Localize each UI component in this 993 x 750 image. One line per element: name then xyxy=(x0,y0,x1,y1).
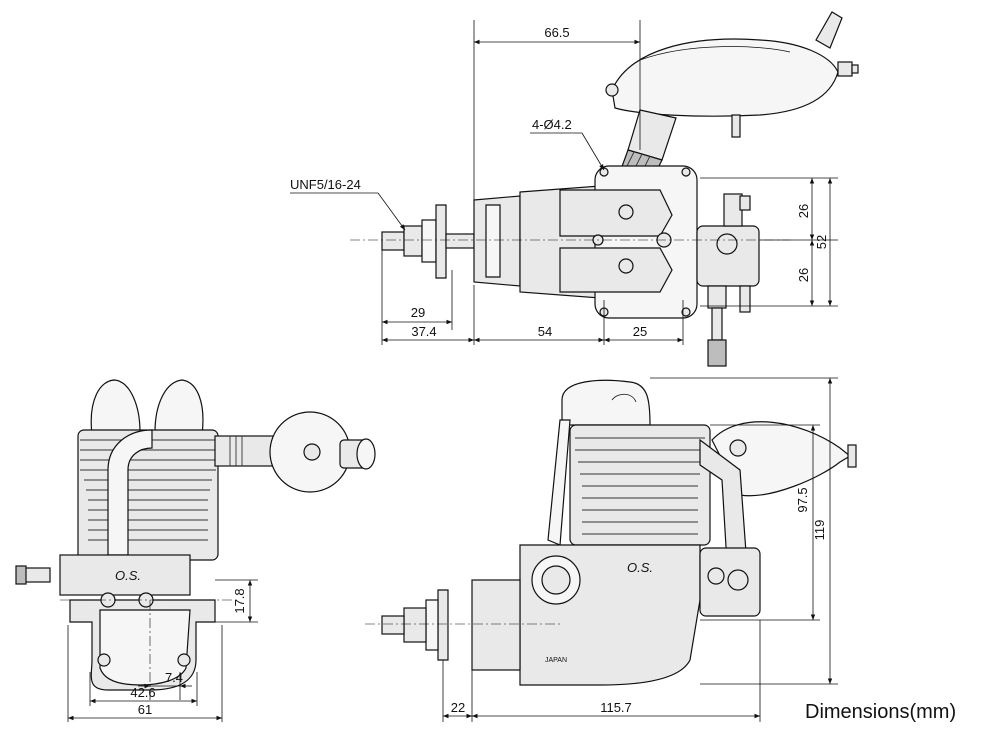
dim-thread: UNF5/16-24 xyxy=(290,177,361,192)
dim-97-5: 97.5 xyxy=(795,487,810,512)
front-view: O.S. 17.8 7.4 42.6 61 xyxy=(15,379,376,722)
front-logo: O.S. xyxy=(115,568,141,583)
dim-25: 25 xyxy=(633,324,647,339)
dim-37-4: 37.4 xyxy=(411,324,436,339)
front-exhaust-thread xyxy=(229,436,243,466)
dim-54: 54 xyxy=(538,324,552,339)
dim-119: 119 xyxy=(812,520,827,541)
side-origin-mark: JAPAN xyxy=(545,657,567,664)
dim-22: 22 xyxy=(451,700,465,715)
dim-61: 61 xyxy=(138,702,152,717)
top-view: 66.5 4-Ø4.2 UNF5/16-24 29 37.4 54 25 26 … xyxy=(290,11,859,367)
side-logo: O.S. xyxy=(627,560,653,575)
side-view: O.S. JAPAN 97.5 119 22 115.7 xyxy=(365,377,857,722)
top-muffler xyxy=(605,11,859,138)
dim-52: 52 xyxy=(814,235,829,249)
dim-26-upper: 26 xyxy=(796,204,811,218)
dim-29: 29 xyxy=(411,305,425,320)
top-carburetor xyxy=(696,193,760,367)
dim-26-lower: 26 xyxy=(796,268,811,282)
dim-42-6: 42.6 xyxy=(130,685,155,700)
dim-17-8: 17.8 xyxy=(232,588,247,613)
dim-7-4: 7.4 xyxy=(165,670,183,685)
dim-mount-holes: 4-Ø4.2 xyxy=(532,117,572,132)
units-caption: Dimensions(mm) xyxy=(805,701,956,723)
dim-115-7: 115.7 xyxy=(600,700,632,715)
top-cylinder-head xyxy=(559,165,698,319)
dim-66-5: 66.5 xyxy=(544,25,569,40)
side-cylinder-fins xyxy=(575,437,705,535)
top-crankshaft xyxy=(381,204,475,279)
